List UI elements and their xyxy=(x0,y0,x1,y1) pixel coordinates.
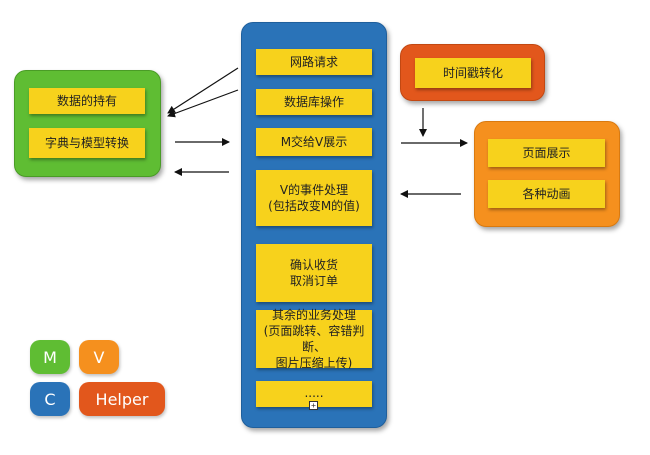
view-group xyxy=(474,121,620,227)
legend-m: M xyxy=(30,340,70,374)
arrow-network-to-model xyxy=(167,67,239,114)
controller-note-v-event-handling: V的事件处理 (包括改变M的值) xyxy=(256,170,372,226)
model-note-dict-model-conversion: 字典与模型转换 xyxy=(29,128,145,158)
controller-note-order-actions: 确认收货 取消订单 xyxy=(256,244,372,302)
helper-note-timestamp: 时间戳转化 xyxy=(415,58,531,88)
legend-c: C xyxy=(30,382,70,416)
model-group xyxy=(14,70,161,177)
legend-v: V xyxy=(79,340,119,374)
arrow-database-to-model xyxy=(167,89,239,118)
legend-helper: Helper xyxy=(79,382,165,416)
view-note-page-display: 页面展示 xyxy=(488,139,605,167)
controller-note-network-request: 网路请求 xyxy=(256,49,372,75)
controller-note-m-to-v: M交给V展示 xyxy=(256,128,372,156)
model-note-data-holding: 数据的持有 xyxy=(29,88,145,114)
view-note-animations: 各种动画 xyxy=(488,180,605,208)
controller-note-database-ops: 数据库操作 xyxy=(256,89,372,115)
controller-note-other-business: 其余的业务处理 (页面跳转、容错判断、 图片压缩上传) xyxy=(256,308,372,370)
resize-handle-icon: + xyxy=(309,401,318,410)
